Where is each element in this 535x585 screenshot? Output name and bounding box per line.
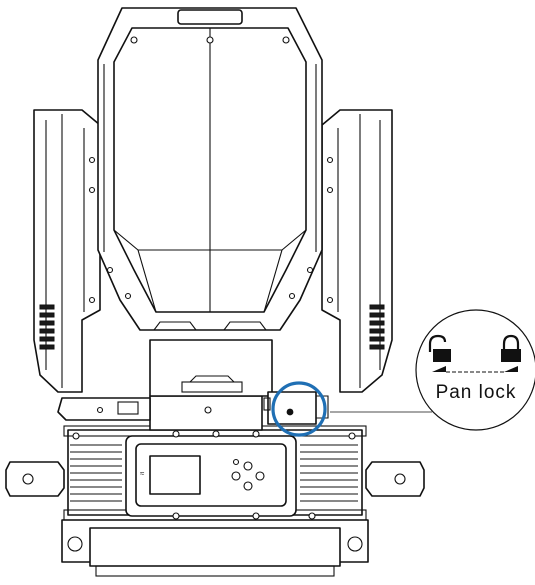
- pan-lock-callout: Pan lock: [271, 309, 535, 437]
- yoke-arm-right: [321, 109, 393, 393]
- left-arm-grille: [39, 304, 55, 350]
- lock-slider-icon: [432, 366, 518, 373]
- pan-lock-pin: [286, 408, 294, 416]
- padlock-closed-icon: [501, 334, 521, 362]
- menu-button: [243, 461, 253, 471]
- down-button: [255, 471, 265, 481]
- control-panel: ≈: [125, 435, 297, 517]
- right-arm-grille: [369, 304, 385, 350]
- yoke-arm-left: [33, 109, 101, 393]
- left-vent-fins: [70, 444, 122, 502]
- enter-button: [243, 481, 253, 491]
- pan-lock-highlight-ring: [271, 381, 327, 437]
- svg-text:≈: ≈: [140, 469, 145, 478]
- fixture-head: [97, 7, 323, 331]
- up-button: [231, 471, 241, 481]
- padlock-open-icon: [428, 334, 451, 362]
- right-vent-fins: [300, 444, 358, 502]
- pan-lock-label: Pan lock: [436, 382, 517, 403]
- display-screen: [149, 455, 201, 495]
- fixture-base: ≈: [5, 425, 425, 577]
